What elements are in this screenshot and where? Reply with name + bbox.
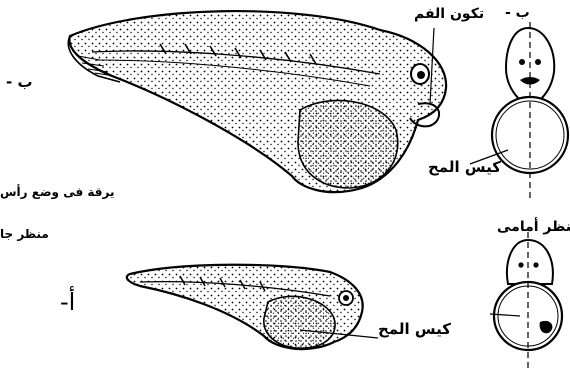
label-b-left: ب - bbox=[6, 75, 33, 90]
label-larva-position: يرقة فى وضع رأس bbox=[0, 186, 114, 198]
label-front-view: منظر أمامى bbox=[497, 220, 570, 234]
label-yolk-sac-right: كيس المح bbox=[428, 160, 501, 175]
label-yolk-sac-bottom: كيس المح bbox=[378, 322, 451, 337]
larva-upper bbox=[68, 11, 446, 192]
label-b-top: ب - bbox=[505, 6, 530, 20]
front-view-lower bbox=[490, 232, 562, 368]
label-side-view: منظر جا bbox=[0, 228, 49, 240]
larva-lower bbox=[127, 265, 378, 349]
yolk-region-upper bbox=[298, 100, 398, 188]
label-mouth-formation: تكون الفم bbox=[414, 7, 484, 21]
label-a: أ- bbox=[60, 290, 75, 314]
